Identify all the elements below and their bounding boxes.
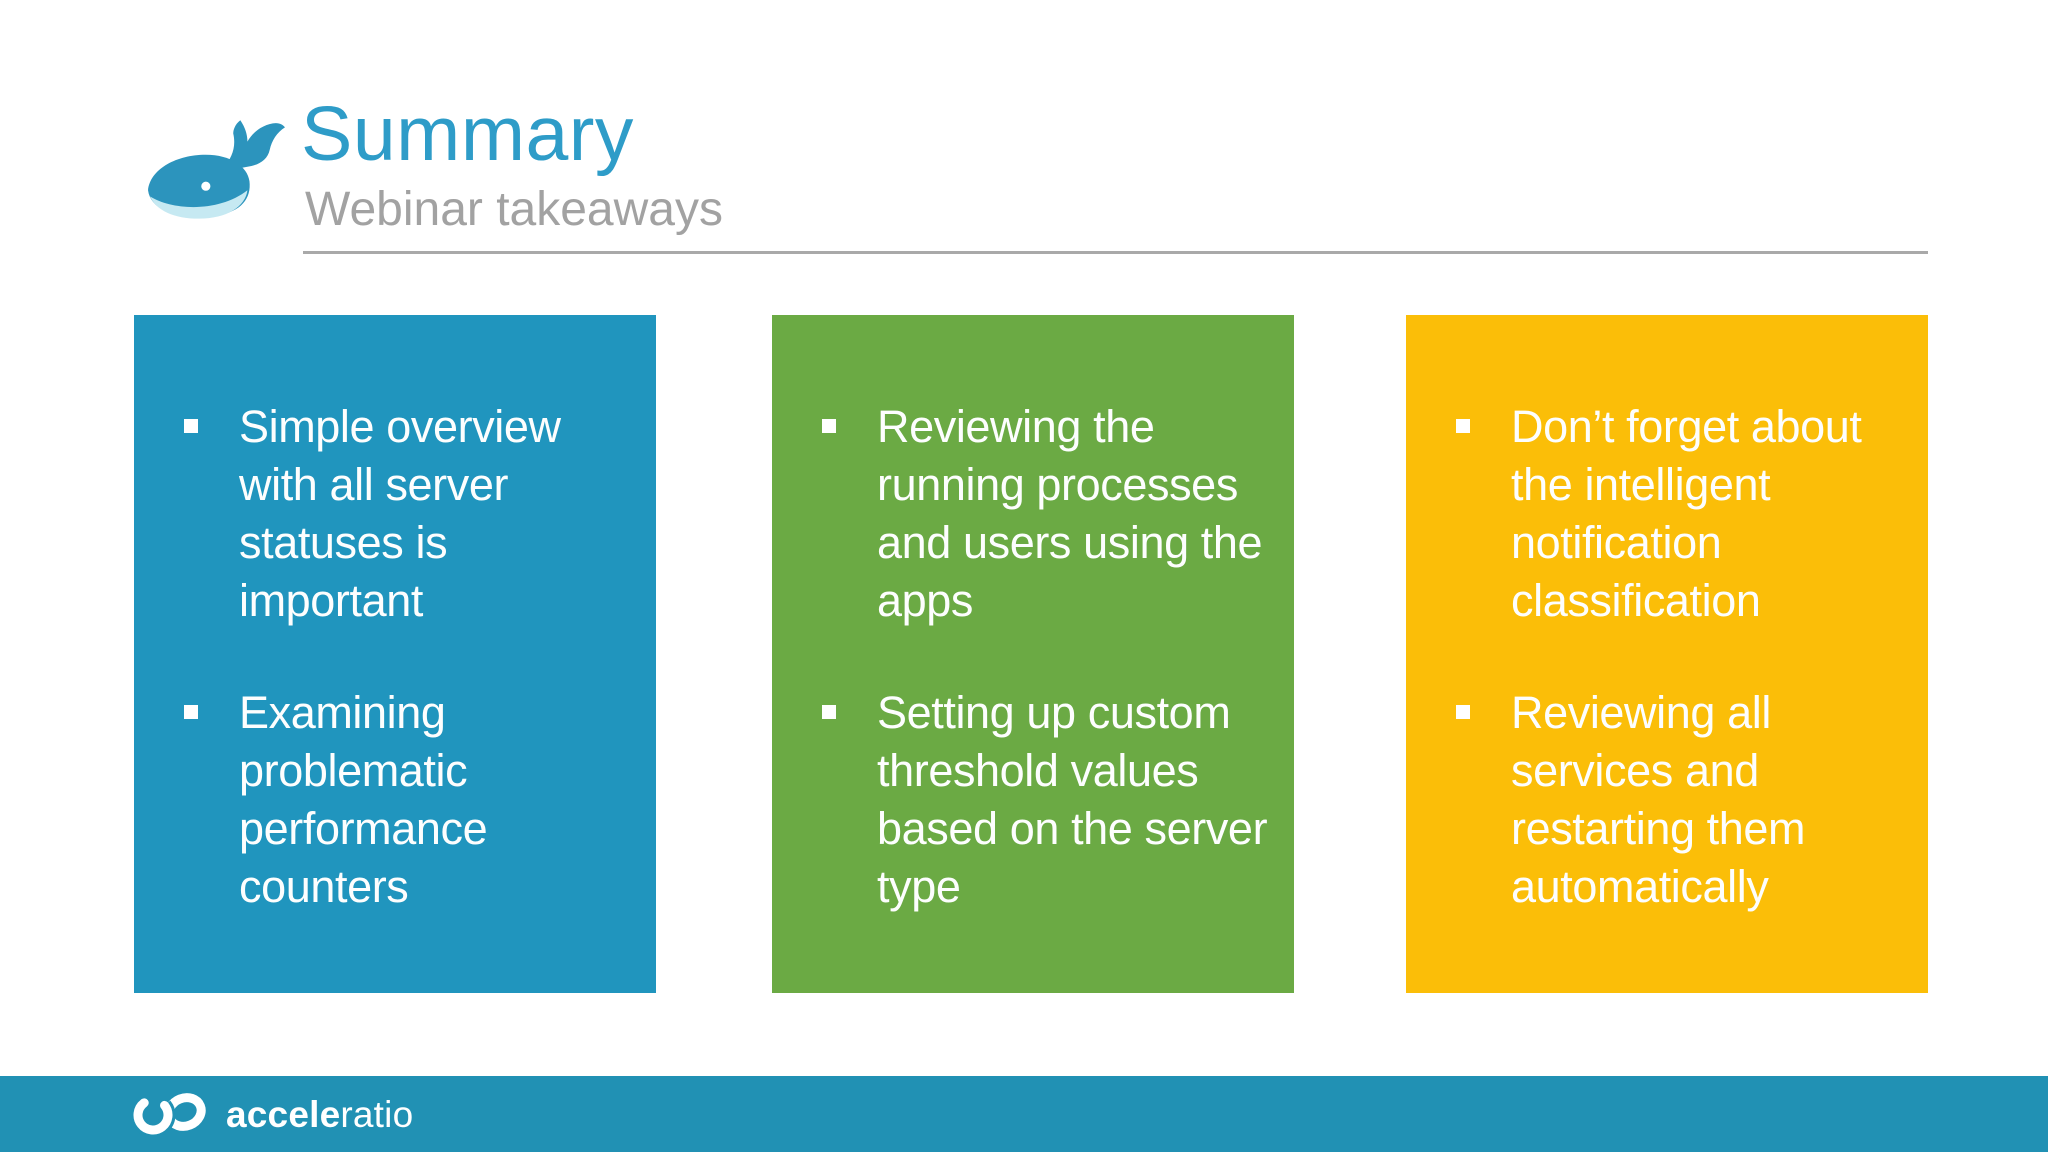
takeaway-card-green: Reviewing the running processes and user… — [772, 315, 1294, 993]
square-bullet-icon — [184, 705, 198, 719]
square-bullet-icon — [184, 419, 198, 433]
bullet-text: Examining problematic performance counte… — [239, 687, 488, 912]
bullet-text: Reviewing the running processes and user… — [877, 401, 1263, 626]
page-subtitle: Webinar takeaways — [305, 183, 723, 236]
square-bullet-icon — [822, 419, 836, 433]
takeaway-card-yellow: Don’t forget about the intelligent notif… — [1406, 315, 1928, 993]
acceleratio-wordmark: acceleratio — [226, 1096, 413, 1133]
list-item: Reviewing the running processes and user… — [822, 398, 1282, 630]
bullet-text: Simple overview with all server statuses… — [239, 401, 561, 626]
bullet-list: Simple overview with all server statuses… — [184, 398, 644, 916]
bullet-text: Reviewing all services and restarting th… — [1511, 687, 1806, 912]
bullet-text: Don’t forget about the intelligent notif… — [1511, 401, 1862, 626]
wordmark-light: ratio — [340, 1093, 414, 1135]
list-item: Setting up custom threshold values based… — [822, 684, 1282, 916]
list-item: Reviewing all services and restarting th… — [1456, 684, 1916, 916]
acceleratio-logo: acceleratio — [133, 1093, 413, 1135]
square-bullet-icon — [822, 705, 836, 719]
interlocked-rings-icon — [133, 1093, 206, 1135]
page-title: Summary — [301, 91, 634, 177]
list-item: Examining problematic performance counte… — [184, 684, 644, 916]
bullet-list: Don’t forget about the intelligent notif… — [1456, 398, 1916, 916]
list-item: Simple overview with all server statuses… — [184, 398, 644, 630]
footer-bar: acceleratio — [0, 1076, 2048, 1152]
whale-logo-icon — [148, 120, 285, 219]
square-bullet-icon — [1456, 705, 1470, 719]
square-bullet-icon — [1456, 419, 1470, 433]
header-divider — [303, 251, 1928, 254]
bullet-text: Setting up custom threshold values based… — [877, 687, 1268, 912]
bullet-list: Reviewing the running processes and user… — [822, 398, 1282, 916]
wordmark-bold: accele — [226, 1093, 341, 1135]
list-item: Don’t forget about the intelligent notif… — [1456, 398, 1916, 630]
takeaway-card-blue: Simple overview with all server statuses… — [134, 315, 656, 993]
